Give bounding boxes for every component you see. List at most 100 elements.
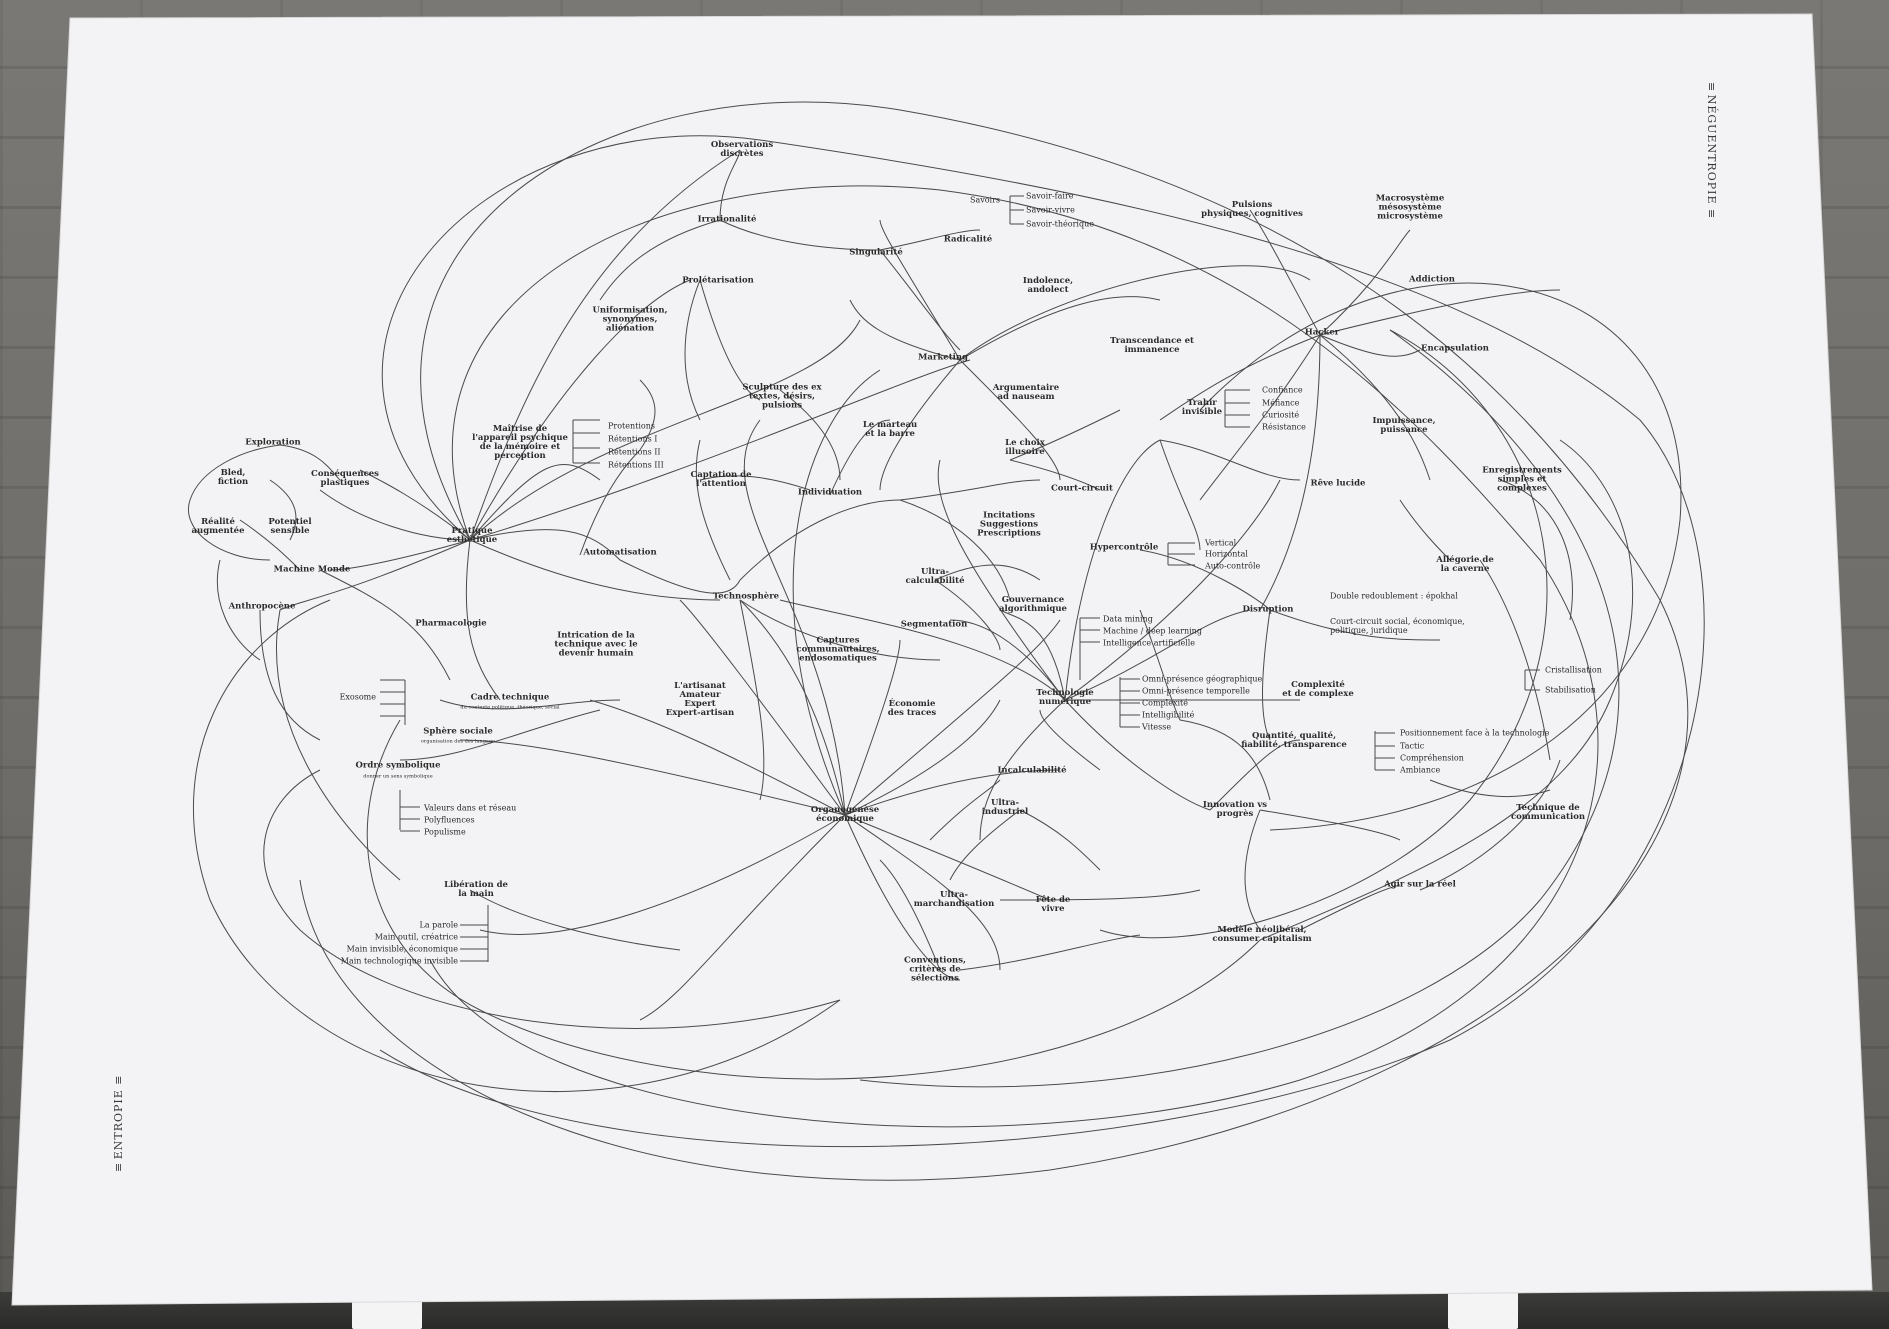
node-potentiel: Potentiel sensible <box>268 517 312 536</box>
node-valeurs: Valeurs dans et réseau <box>424 803 517 813</box>
node-savoirs: Savoirs <box>969 195 1001 205</box>
node-complexite2: Complexité et de complexe <box>1282 680 1354 699</box>
node-court-circuit: Court-circuit <box>1051 483 1113 494</box>
node-organogenese: Organogenèse économique <box>810 805 880 824</box>
node-resistance: Résistance <box>1262 422 1306 432</box>
node-incitations: Incitations Suggestions Prescriptions <box>977 510 1041 539</box>
node-observations: Observations discrètes <box>710 140 774 159</box>
node-macro: Macrosystème mésosystème microsystème <box>1375 193 1445 222</box>
node-ultra-march: Ultra- marchandisation <box>913 890 995 909</box>
node-captation: Captation de l'attention <box>690 470 752 489</box>
node-addiction: Addiction <box>1409 274 1455 285</box>
node-ultra-calc: Ultra- calculabilité <box>905 567 965 586</box>
node-sphere: Sphère sociale <box>423 726 493 737</box>
node-bled: Bled, fiction <box>217 468 249 487</box>
neguentropie-label: ≡ NÉGUENTROPIE ≡ <box>1705 82 1718 217</box>
node-modele: Modèle néolibéral, consumer capitalism <box>1212 925 1312 944</box>
node-technosphere: Technosphère <box>712 591 780 602</box>
node-realite: Réalité augmentée <box>191 517 245 536</box>
node-intelligence: Intelligence artificielle <box>1103 638 1196 648</box>
node-technique-com: Technique de communication <box>1510 803 1586 822</box>
node-la-parole: La parole <box>419 920 458 930</box>
node-sculpture: Sculpture des ex textes, désirs, pulsion… <box>742 382 822 411</box>
node-curiosite: Curiosité <box>1262 410 1300 420</box>
node-auto-controle: Auto-contrôle <box>1205 561 1261 571</box>
entropie-bars: ≡ <box>112 1163 125 1172</box>
node-enregistrements: Enregistrements simples et complexes <box>1482 465 1562 494</box>
node-allegorie: Allégorie de la caverne <box>1436 555 1494 574</box>
node-comprehension: Compréhension <box>1400 753 1464 763</box>
node-retentions1: Rétentions I <box>608 434 658 444</box>
node-main-outil: Main outil, créatrice <box>374 932 458 942</box>
node-polyfluences: Polyfluences <box>424 815 475 825</box>
node-main-techno: Main technologique invisible <box>340 956 458 966</box>
node-radicalite: Radicalité <box>943 234 993 245</box>
node-gouvernance: Gouvernance algorithmique <box>999 595 1067 614</box>
node-double: Double redoublement : épokhal <box>1330 591 1458 601</box>
node-court-social: Court-circuit social, économique, politi… <box>1330 617 1465 635</box>
node-liberation: Libération de la main <box>444 880 508 899</box>
node-indolence: Indolence, andolect <box>1022 276 1074 295</box>
node-encapsulation: Encapsulation <box>1421 343 1489 354</box>
node-mefiance: Méfiance <box>1262 398 1300 408</box>
node-data-mining: Data mining <box>1103 614 1153 624</box>
node-cadre-sub: du contexte politique, théorique, social <box>460 704 560 711</box>
entropie-bars-end: ≡ <box>112 1076 125 1085</box>
node-complexite: Complexité <box>1142 698 1188 708</box>
node-conventions: Conventions, critères de sélections <box>904 955 966 984</box>
node-hacker: Hacker <box>1304 327 1340 338</box>
node-ultra-ind: Ultra- industriel <box>981 798 1029 817</box>
node-intrication: Intrication de la technique avec le deve… <box>554 630 638 659</box>
node-choix: Le choix illusoire <box>1005 438 1045 457</box>
node-automatisation: Automatisation <box>583 547 657 558</box>
node-captures: Captures communautaires, endosomatiques <box>796 635 880 664</box>
node-positionnement: Positionnement face à la technologie <box>1400 728 1550 738</box>
node-proletarisation: Prolétarisation <box>682 275 754 286</box>
node-populisme: Populisme <box>424 827 466 837</box>
node-exploration: Exploration <box>245 437 301 448</box>
node-ambiance: Ambiance <box>1400 765 1441 775</box>
node-irrationalite: Irrationalité <box>697 214 757 225</box>
node-incalculabilite: Incalculabilité <box>997 765 1067 776</box>
node-segmentation: Segmentation <box>900 619 968 630</box>
neguentropie-bars-end: ≡ <box>1705 209 1718 218</box>
node-hypercontrole: Hypercontrôle <box>1089 542 1159 553</box>
node-technologie: Technologie numérique <box>1036 688 1094 707</box>
entropie-text: ENTROPIE <box>112 1089 125 1160</box>
node-trahir: Trahir invisible <box>1181 398 1223 417</box>
node-intelligibilite: Intelligibilité <box>1142 710 1195 720</box>
node-retentions2: Rétentions II <box>608 447 661 457</box>
node-vertical: Vertical <box>1205 538 1237 548</box>
neguentropie-text: NÉGUENTROPIE <box>1705 94 1718 205</box>
node-confiance: Confiance <box>1262 385 1303 395</box>
node-reve: Rêve lucide <box>1310 478 1366 489</box>
node-savoir-theorique: Savoir-théorique <box>1026 219 1094 229</box>
node-impuissance: Impuissance, puissance <box>1372 416 1436 435</box>
node-exosome: L'artisanat Amateur Expert Expert-artisa… <box>665 681 735 718</box>
node-machine-learning: Machine / deep learning <box>1103 626 1202 636</box>
node-transcendance: Transcendance et immanence <box>1110 336 1194 355</box>
node-ordre-sub: donner un sens symbolique <box>363 773 433 780</box>
node-consequences: Conséquences plastiques <box>311 469 379 488</box>
node-uniformisation: Uniformisation, synonymes, aliénation <box>592 305 668 334</box>
node-cadre: Cadre technique <box>470 692 550 703</box>
node-retentions3: Rétentions III <box>608 460 664 470</box>
entropie-label: ≡ ENTROPIE ≡ <box>112 1076 125 1172</box>
node-innovation: Innovation vs progrès <box>1202 800 1268 819</box>
node-omni1: Omni-présence géographique <box>1142 674 1263 684</box>
node-machine: Machine Monde <box>273 564 351 575</box>
node-argumentaire: Argumentaire ad nauseam <box>992 383 1060 402</box>
node-marketing: Marketing <box>918 352 968 363</box>
node-marteau: Le marteau et la barre <box>862 420 918 439</box>
node-ordre: Ordre symbolique <box>355 760 441 771</box>
node-disruption: Disruption <box>1242 604 1294 615</box>
node-agir: Agir sur la réel <box>1384 879 1456 890</box>
node-maitrise: Maîtrise de l'appareil psychique de la m… <box>472 424 568 461</box>
node-individuation: Individuation <box>797 487 863 498</box>
node-stabilisation: Stabilisation <box>1545 685 1596 695</box>
node-anthropocene: Anthropocène <box>228 601 296 612</box>
node-economie: Économie des traces <box>887 699 937 718</box>
node-pharmacologie: Pharmacologie <box>415 618 487 629</box>
node-vitesse: Vitesse <box>1142 722 1172 732</box>
